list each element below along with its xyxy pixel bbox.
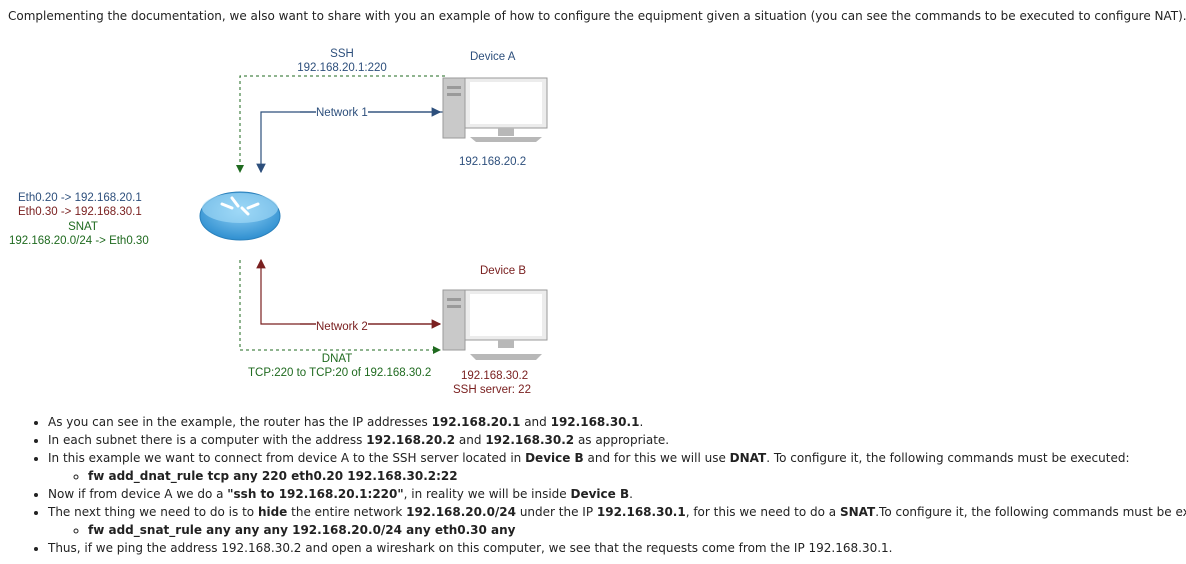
- router-eth0-30: Eth0.30 -> 192.168.30.1: [18, 206, 142, 218]
- device-b-ip: 192.168.30.2: [461, 370, 529, 382]
- router-icon: [199, 191, 281, 241]
- dnat-label: DNAT: [321, 353, 353, 365]
- note-item: Thus, if we ping the address 192.168.30.…: [48, 539, 1186, 557]
- network1-path-down: [256, 111, 445, 174]
- device-b-label: Device B: [480, 265, 527, 277]
- note-item: As you can see in the example, the route…: [48, 413, 1186, 431]
- network2-path-up: [256, 258, 440, 325]
- note-item: The next thing we need to do is to hide …: [48, 503, 1186, 539]
- device-a-ip: 192.168.20.2: [459, 156, 527, 168]
- device-a-computer-icon: [442, 77, 548, 142]
- network-diagram: [199, 75, 548, 360]
- intro-text: Complementing the documentation, we also…: [8, 9, 1186, 23]
- router-eth0-20: Eth0.20 -> 192.168.20.1: [18, 192, 142, 204]
- snat-command: fw add_snat_rule any any any 192.168.20.…: [88, 521, 1186, 539]
- dnat-rule: TCP:220 to TCP:20 of 192.168.30.2: [248, 367, 432, 379]
- ssh-dashed-path: [236, 75, 445, 173]
- network2-label: Network 2: [316, 320, 368, 334]
- network1-label: Network 1: [316, 106, 368, 120]
- ssh-label: SSH: [330, 48, 354, 60]
- dnat-dashed-path: [239, 260, 441, 354]
- router-snat: SNAT: [68, 221, 98, 233]
- dnat-command: fw add_dnat_rule tcp any 220 eth0.20 192…: [88, 467, 1186, 485]
- notes-list: As you can see in the example, the route…: [30, 413, 1186, 557]
- note-item: In this example we want to connect from …: [48, 449, 1186, 485]
- device-b-ssh: SSH server: 22: [453, 384, 531, 396]
- router-snat-rule: 192.168.20.0/24 -> Eth0.30: [9, 235, 149, 247]
- ssh-address: 192.168.20.1:220: [297, 62, 387, 74]
- note-item: Now if from device A we do a "ssh to 192…: [48, 485, 1186, 503]
- note-item: In each subnet there is a computer with …: [48, 431, 1186, 449]
- device-b-computer-icon: [442, 289, 548, 360]
- device-a-label: Device A: [470, 51, 516, 63]
